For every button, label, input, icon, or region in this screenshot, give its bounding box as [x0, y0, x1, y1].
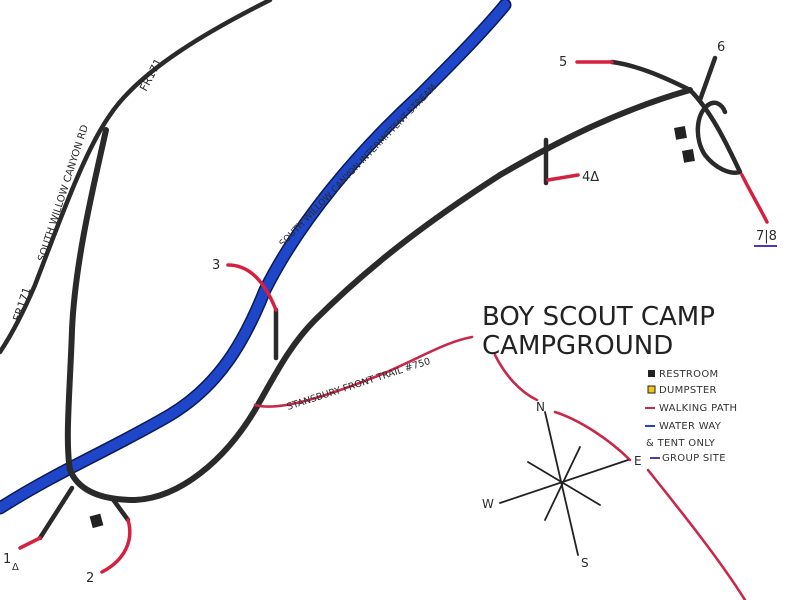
- compass-east: E: [634, 454, 642, 468]
- legend-group-site: GROUP SITE: [662, 453, 726, 464]
- site-label-3: 3: [212, 258, 220, 273]
- road-fr171: [0, 0, 273, 355]
- compass-rose: N E S W: [482, 400, 642, 570]
- stream-label: SOUTH WILLOW CANYON INTERMITTENT STREAM: [278, 83, 439, 249]
- site-label-2: 2: [86, 571, 94, 586]
- site-label-7-8: 7|8: [756, 229, 777, 244]
- compass-south: S: [581, 556, 589, 570]
- restroom-icon: [674, 126, 687, 140]
- legend-restroom: RESTROOM: [659, 369, 718, 380]
- site-label-1: 1: [3, 552, 11, 567]
- compass-north: N: [536, 400, 545, 414]
- site-label-1-tent: Δ: [12, 562, 19, 573]
- stream: [0, 0, 512, 515]
- legend-water-way: WATER WAY: [659, 421, 722, 432]
- map-title-line2: CAMPGROUND: [482, 331, 673, 361]
- walking-paths: [18, 60, 769, 600]
- restroom-legend-icon: [648, 370, 655, 377]
- restroom-icon: [89, 513, 104, 529]
- dumpster-legend-icon: [647, 385, 656, 394]
- legend-tent-only: & TENT ONLY: [646, 438, 716, 449]
- restroom-icon: [682, 149, 695, 163]
- road-label-fr171-bottom: FR171: [10, 286, 33, 323]
- map-title-line1: BOY SCOUT CAMP: [482, 302, 715, 332]
- site-label-6: 6: [717, 40, 725, 55]
- road-label-fr171-top: FR171: [137, 56, 165, 93]
- road-main-loop: [37, 55, 743, 541]
- site-label-5: 5: [559, 55, 567, 70]
- restrooms: [89, 126, 695, 529]
- trail-label: STANSBURY FRONT TRAIL #750: [286, 356, 432, 413]
- legend-walking-path: WALKING PATH: [659, 403, 737, 414]
- compass-west: W: [482, 497, 494, 511]
- site-label-4: 4Δ: [582, 170, 599, 185]
- legend: RESTROOM DUMPSTER WALKING PATH WATER WAY…: [645, 369, 737, 464]
- legend-dumpster: DUMPSTER: [659, 385, 717, 396]
